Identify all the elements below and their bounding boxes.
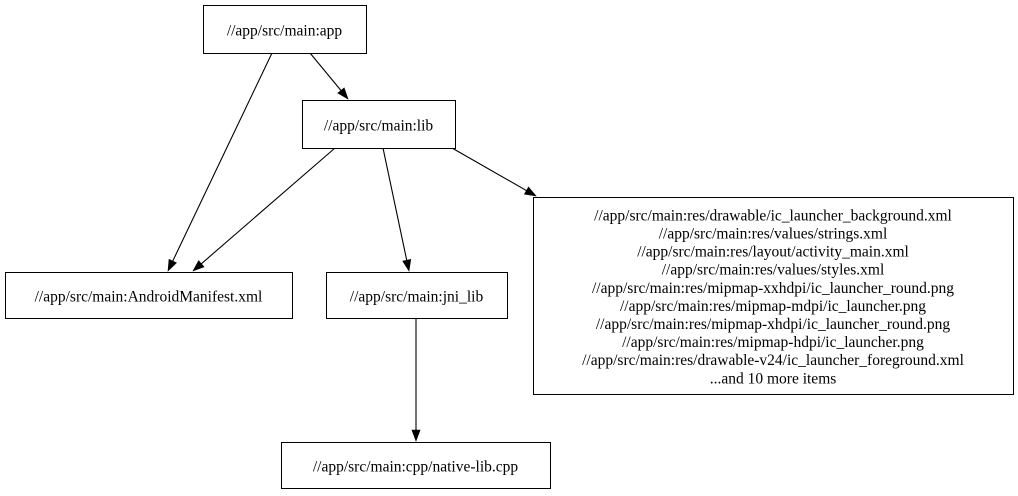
edge-shaft (172, 52, 273, 262)
edge-arrowhead-icon (337, 87, 349, 100)
node-label-line: ...and 10 more items (710, 370, 837, 387)
graph-node-res_bundle[interactable]: //app/src/main:res/drawable/ic_launcher_… (533, 197, 1014, 395)
node-label-line: //app/src/main:res/mipmap-xxhdpi/ic_laun… (592, 280, 954, 297)
graph-node-manifest[interactable]: //app/src/main:AndroidManifest.xml (5, 272, 293, 319)
node-label-line: //app/src/main:res/mipmap-xhdpi/ic_launc… (596, 316, 951, 333)
node-label-line: //app/src/main:lib (324, 117, 434, 134)
node-border (5, 272, 293, 319)
node-label-line: //app/src/main:res/values/strings.xml (659, 225, 888, 242)
node-label: //app/src/main:jni_lib (350, 288, 484, 305)
graph-node-native_lib[interactable]: //app/src/main:cpp/native-lib.cpp (281, 442, 551, 489)
graph-edge-lib-to-res-bundle (451, 147, 537, 197)
edge-shaft (309, 52, 342, 91)
graph-edge-jni-lib-to-native (411, 318, 421, 442)
edge-arrowhead-icon (192, 260, 205, 272)
node-label-line: //app/src/main:AndroidManifest.xml (35, 288, 263, 305)
node-border (326, 272, 508, 319)
node-label-line: //app/src/main:res/layout/activity_main.… (637, 244, 909, 261)
node-label-line: //app/src/main:res/drawable/ic_launcher_… (594, 207, 952, 224)
node-label-line: //app/src/main:res/drawable-v24/ic_launc… (582, 352, 964, 369)
node-label: //app/src/main:app (227, 22, 343, 39)
node-label-line: //app/src/main:res/mipmap-mdpi/ic_launch… (620, 298, 926, 315)
graph-node-app[interactable]: //app/src/main:app (203, 5, 367, 54)
node-label-line: //app/src/main:cpp/native-lib.cpp (313, 458, 519, 475)
node-border (281, 442, 551, 489)
edge-arrowhead-icon (402, 259, 412, 272)
graph-node-lib[interactable]: //app/src/main:lib (302, 100, 456, 149)
node-label-line: //app/src/main:app (227, 22, 343, 39)
edge-shaft (382, 147, 408, 261)
graph-edge-lib-to-jni-lib (382, 147, 412, 272)
edge-arrowhead-icon (167, 258, 177, 272)
edge-shaft (200, 147, 336, 265)
node-label-line: //app/src/main:res/mipmap-hdpi/ic_launch… (622, 334, 924, 351)
graph-node-jni_lib[interactable]: //app/src/main:jni_lib (326, 272, 508, 319)
node-border (203, 5, 367, 54)
node-label: //app/src/main:lib (324, 117, 434, 134)
node-label: //app/src/main:AndroidManifest.xml (35, 288, 263, 305)
node-label: //app/src/main:res/drawable/ic_launcher_… (582, 207, 964, 387)
edge-arrowhead-icon (523, 186, 537, 197)
node-label-line: //app/src/main:jni_lib (350, 288, 484, 305)
node-border (302, 100, 456, 149)
graph-edge-app-to-lib (309, 52, 349, 100)
edge-arrowhead-icon (411, 429, 421, 442)
graph-edge-app-to-manifest (167, 52, 273, 272)
node-label: //app/src/main:cpp/native-lib.cpp (313, 458, 519, 475)
graph-edge-lib-to-manifest (192, 147, 336, 272)
edge-shaft (451, 147, 527, 192)
node-label-line: //app/src/main:res/values/styles.xml (662, 262, 885, 279)
nodes-layer: //app/src/main:app //app/src/main:lib //ap… (5, 5, 1014, 489)
edges-layer (167, 52, 537, 442)
node-border (533, 197, 1014, 395)
